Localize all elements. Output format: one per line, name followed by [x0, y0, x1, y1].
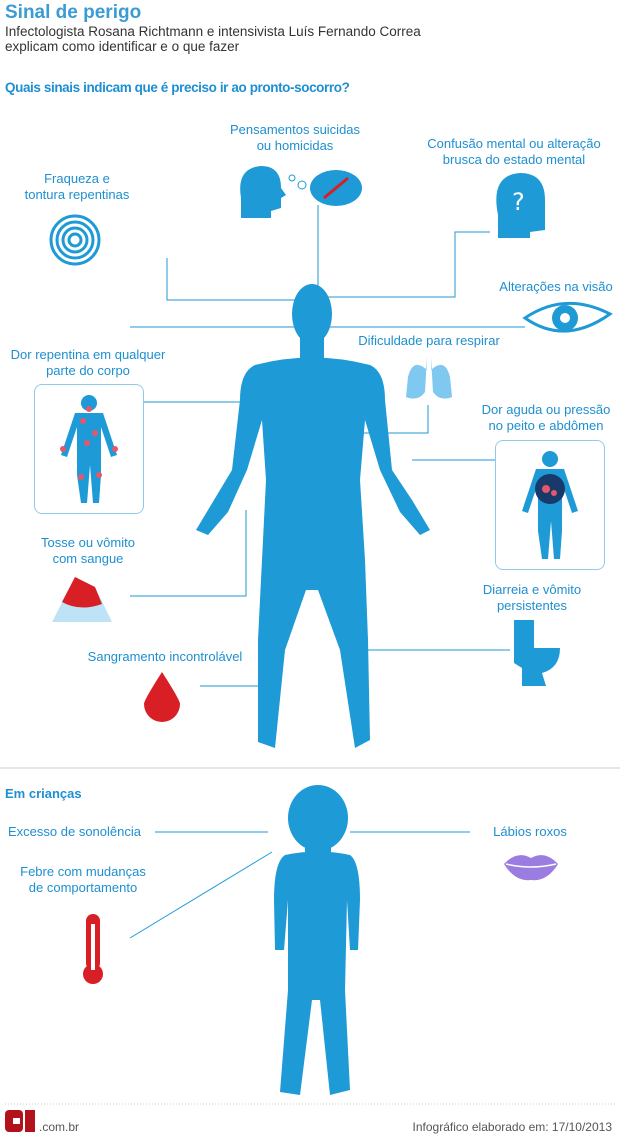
g1-logo[interactable]: .com.br	[5, 1108, 79, 1137]
logo-domain: .com.br	[39, 1120, 80, 1134]
subtitle: Infectologista Rosana Richtmann e intens…	[5, 24, 421, 54]
page-title: Sinal de perigo	[5, 2, 142, 23]
chest-pain-box	[495, 440, 605, 570]
label-breathing-difficulty: Dificuldade para respirar	[358, 333, 500, 348]
toilet-icon	[514, 620, 560, 686]
g1-logo-icon	[5, 1110, 35, 1132]
fingerprint-icon	[49, 214, 101, 266]
label-vision-changes: Alterações na visão	[499, 279, 613, 294]
footer-credit: Infográfico elaborado em: 17/10/2013	[412, 1120, 612, 1134]
body-pain-points-icon	[60, 395, 118, 503]
lungs-icon	[406, 357, 452, 399]
adult-silhouette	[196, 284, 430, 748]
section-children: Em crianças	[5, 786, 82, 801]
confused-head-icon: ?	[496, 173, 545, 238]
label-purple-lips: Lábios roxos	[493, 824, 567, 839]
thought-head-icon	[240, 166, 362, 218]
thermometer-icon	[83, 914, 103, 984]
chest-pain-icon	[522, 451, 578, 559]
body-pain-box	[34, 384, 144, 514]
label-sleepiness: Excesso de sonolência	[8, 824, 141, 839]
lips-icon	[504, 855, 558, 881]
label-bleeding: Sangramento incontrolável	[87, 649, 243, 664]
svg-text:?: ?	[512, 188, 525, 216]
eye-icon	[522, 302, 613, 333]
blood-tissue-icon	[52, 577, 112, 622]
section-question: Quais sinais indicam que é preciso ir ao…	[5, 80, 350, 95]
blood-drop-icon	[144, 672, 180, 722]
child-silhouette	[274, 785, 360, 1095]
